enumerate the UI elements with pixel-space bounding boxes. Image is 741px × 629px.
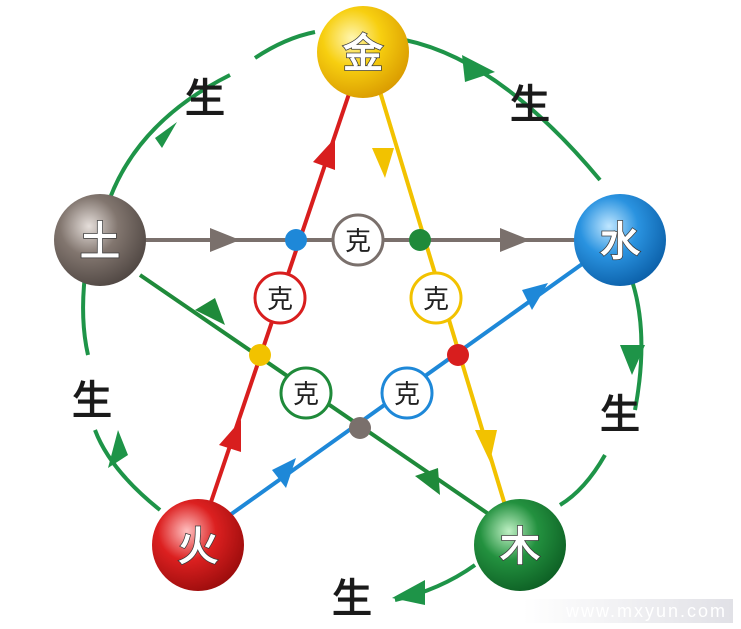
arrowhead-ke-metal-2 — [475, 430, 497, 462]
arrowhead-ke-earth-2 — [500, 228, 530, 252]
ke-badge-lower-right — [380, 366, 434, 420]
ke-label-left: 克 — [267, 285, 293, 315]
element-metal: 金 — [317, 6, 409, 98]
arrowhead-sheng-1 — [155, 122, 177, 148]
sheng-label-top-right: 生 — [510, 82, 550, 128]
ke-label-lower-right: 克 — [394, 380, 420, 410]
sheng-label-top-left: 生 — [185, 76, 225, 122]
element-earth: 土 — [54, 194, 146, 286]
dot-blue — [285, 229, 307, 251]
controlling-arrowheads — [195, 138, 548, 495]
arc-metal-to-water — [404, 38, 602, 182]
arc-water-to-wood — [628, 274, 644, 411]
arc-water-to-wood-2 — [558, 454, 607, 507]
element-metal-label: 金 — [342, 31, 384, 77]
element-water: 水 — [574, 194, 666, 286]
arc-fire-to-earth-2 — [81, 274, 90, 356]
element-fire-label: 火 — [178, 524, 218, 570]
element-earth-label: 土 — [80, 219, 120, 265]
element-wood: 木 — [474, 499, 566, 591]
intersection-dots — [249, 229, 469, 439]
element-water-label: 水 — [600, 219, 641, 265]
generating-cycle — [81, 30, 644, 602]
dot-gray — [349, 417, 371, 439]
ke-label-lower-left: 克 — [293, 380, 319, 410]
ke-label-right: 克 — [423, 285, 449, 315]
arrowhead-sheng-5 — [108, 430, 128, 468]
ke-label-top: 克 — [345, 227, 371, 257]
arc-earth-to-metal-tail — [253, 30, 316, 60]
ke-badge-top — [331, 213, 385, 267]
watermark: www.mxyun.com — [523, 599, 733, 623]
ke-badge-lower-left — [279, 366, 333, 420]
controlling-labels: 克 克 克 克 克 — [253, 213, 463, 420]
arrowhead-ke-water-2 — [272, 458, 296, 488]
controlling-star — [138, 84, 587, 517]
dot-yellow — [249, 344, 271, 366]
sheng-label-left: 生 — [72, 378, 112, 424]
ke-badge-right — [409, 271, 463, 325]
arrowhead-ke-fire — [313, 138, 335, 170]
sheng-label-right: 生 — [600, 392, 640, 438]
arrowhead-ke-wood-2 — [195, 298, 225, 325]
arrowhead-ke-earth — [210, 228, 240, 252]
arrowhead-sheng-4 — [392, 580, 425, 605]
arrowhead-ke-metal — [372, 148, 394, 178]
sheng-label-bottom: 生 — [332, 576, 372, 622]
arc-earth-to-metal — [108, 73, 231, 199]
arc-fire-to-earth — [93, 429, 162, 512]
generating-labels: 生 生 生 生 生 — [72, 76, 640, 622]
ke-badge-left — [253, 271, 307, 325]
arrowhead-ke-wood — [415, 468, 440, 495]
arrowhead-sheng-2 — [462, 55, 495, 82]
dot-red — [447, 344, 469, 366]
dot-green — [409, 229, 431, 251]
element-wood-label: 木 — [500, 524, 540, 570]
arrowhead-ke-water — [522, 283, 548, 310]
element-fire: 火 — [152, 499, 244, 591]
arrowhead-sheng-3 — [620, 345, 645, 375]
generating-arrowheads — [108, 55, 645, 605]
arrowhead-ke-fire-2 — [219, 420, 241, 452]
